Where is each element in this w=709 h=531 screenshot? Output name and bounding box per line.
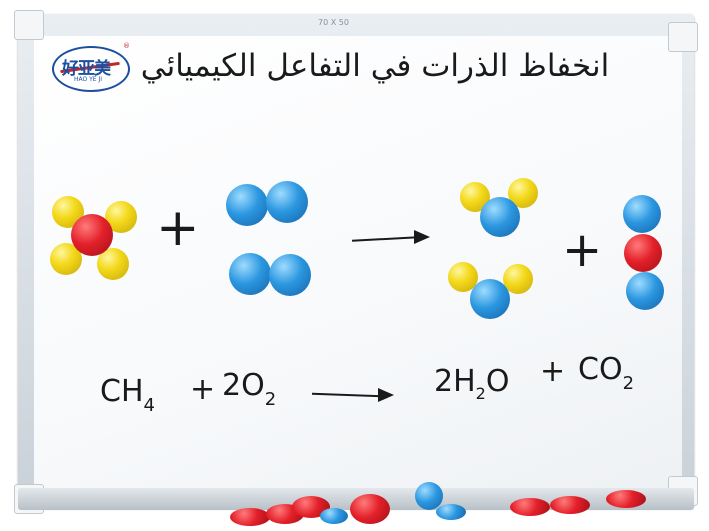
- tray-magnet-blue: [415, 482, 443, 510]
- formula-ch4-symbol: CH: [100, 374, 144, 409]
- oxygen-atom: [269, 254, 311, 296]
- carbon-atom: [624, 234, 662, 272]
- tray-magnet-blue: [320, 508, 348, 524]
- carbon-atom: [71, 214, 113, 256]
- reaction-arrow-head: [414, 230, 430, 244]
- formula-o2-subscript: 2: [264, 389, 277, 410]
- oxygen-atom: [266, 181, 308, 223]
- logo-subtext: HAO YE JI: [74, 76, 103, 83]
- handwritten-title: انخفاظ الذرات في التفاعل الكيميائي: [140, 48, 610, 84]
- formula-h2o: 2H2O: [434, 364, 510, 403]
- formula-h2o-subscript: 2: [475, 384, 486, 403]
- hydrogen-atom: [503, 264, 533, 294]
- equation-arrow-head: [378, 388, 394, 402]
- tray-magnet-red: [510, 498, 550, 516]
- frame-corner-top-right: [668, 22, 698, 52]
- logo-registered-mark: ®: [123, 42, 130, 50]
- frame-corner-top-left: [14, 10, 44, 40]
- formula-ch4-subscript: 4: [143, 395, 155, 416]
- whiteboard-surface: [34, 36, 682, 492]
- formula-o2: 2O2: [222, 368, 276, 410]
- equation-plus-sign: +: [190, 372, 216, 407]
- formula-ch4: CH4: [100, 374, 155, 416]
- board-size-label: 70 X 50: [318, 18, 349, 27]
- oxygen-atom: [229, 253, 271, 295]
- tray-magnet-red: [606, 490, 646, 508]
- diagram-plus-sign: +: [156, 198, 200, 258]
- logo-text: 好亚美: [62, 59, 111, 79]
- diagram-plus-sign: +: [562, 222, 603, 278]
- formula-co2: CO2: [578, 352, 634, 394]
- formula-o2-symbol: 2O: [222, 368, 265, 403]
- formula-co2-subscript: 2: [622, 373, 635, 394]
- tray-magnet-blue: [436, 504, 466, 520]
- formula-h2o-suffix: O: [485, 364, 510, 399]
- formula-co2-symbol: CO: [578, 352, 623, 387]
- oxygen-atom: [480, 197, 520, 237]
- tray-magnet-red: [550, 496, 590, 514]
- equation-plus-sign: +: [540, 354, 566, 389]
- formula-h2o-prefix: 2H: [434, 364, 476, 399]
- oxygen-atom: [623, 195, 661, 233]
- brand-logo: 好亚美 HAO YE JI ®: [52, 42, 130, 92]
- oxygen-atom: [626, 272, 664, 310]
- tray-magnet-red: [230, 508, 270, 526]
- oxygen-atom: [470, 279, 510, 319]
- oxygen-atom: [226, 184, 268, 226]
- tray-magnet-red: [350, 494, 390, 524]
- hydrogen-atom: [97, 248, 129, 280]
